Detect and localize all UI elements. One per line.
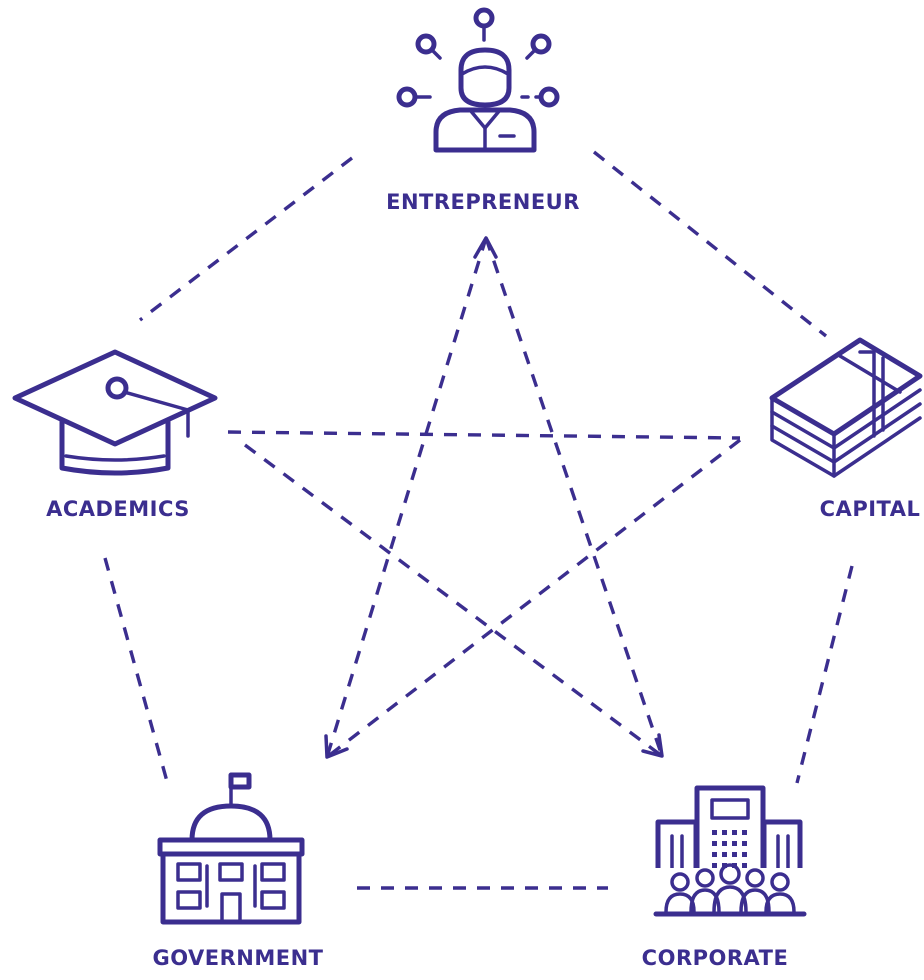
corporate-label: CORPORATE <box>641 946 789 970</box>
connector-entrepreneur-academics <box>138 156 354 322</box>
capital-label: CAPITAL <box>819 497 921 521</box>
connector-entrepreneur-corporate <box>484 237 664 757</box>
government-label: GOVERNMENT <box>152 946 324 970</box>
connections <box>103 150 854 890</box>
connector-academics-capital <box>227 430 741 440</box>
money-stack-icon <box>769 337 923 478</box>
graduation-cap-icon <box>12 349 218 476</box>
government-building-icon <box>157 772 305 925</box>
corporate-building-icon <box>653 785 807 917</box>
connector-academics-corporate <box>243 443 664 758</box>
connector-capital-government <box>325 438 742 759</box>
connector-academics-government <box>103 557 170 786</box>
academics-label: ACADEMICS <box>46 497 190 521</box>
arrowhead-entrepreneur <box>473 236 498 259</box>
entrepreneur-label: ENTREPRENEUR <box>386 190 580 214</box>
arrowhead-corporate <box>641 733 664 758</box>
arrowhead-government <box>324 734 349 759</box>
connector-capital-corporate <box>795 565 854 784</box>
person-network-icon <box>396 7 560 153</box>
connector-entrepreneur-capital <box>592 150 828 338</box>
connector-entrepreneur-government <box>325 237 488 758</box>
